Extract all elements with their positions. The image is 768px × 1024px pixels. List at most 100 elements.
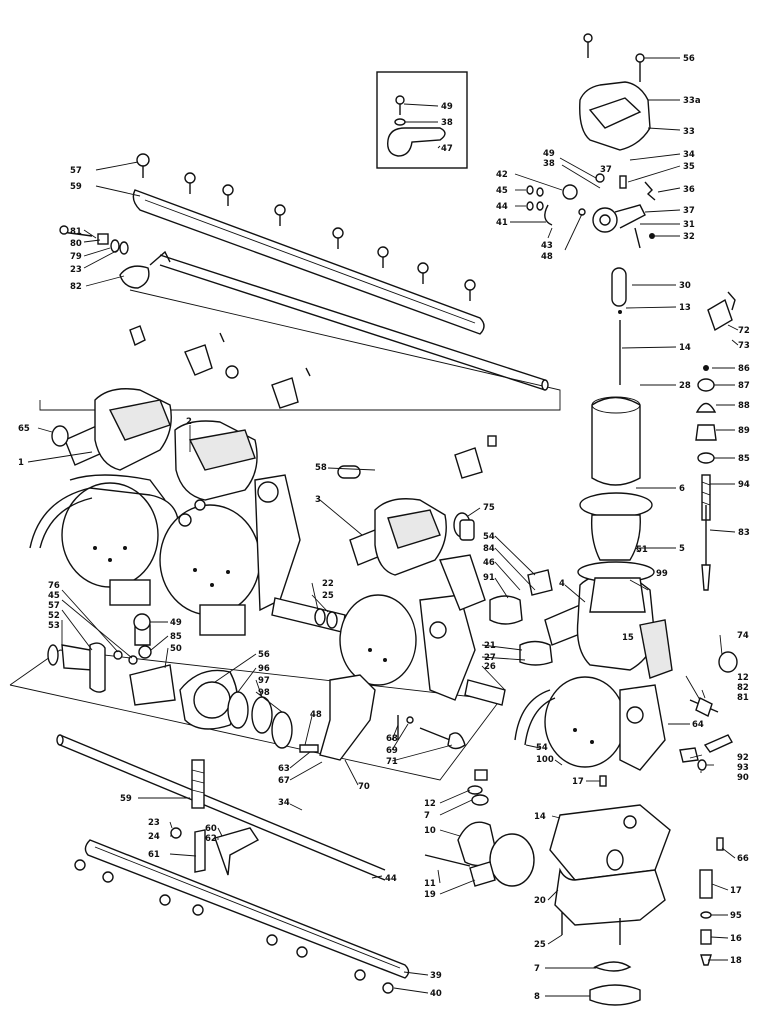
callout-37: 37 <box>683 206 695 216</box>
inset-box <box>376 71 468 169</box>
callout-3: 3 <box>315 495 321 505</box>
top-rail <box>132 189 485 335</box>
carb-body-3 <box>339 498 486 701</box>
callout-13: 13 <box>679 303 691 313</box>
callout-34-low: 34 <box>278 798 290 808</box>
callout-73: 68 <box>386 734 398 744</box>
callout-5: 5 <box>679 544 685 554</box>
callout-33: 33 <box>683 127 695 137</box>
callout-43: 42 <box>496 170 508 180</box>
inset-lever <box>387 127 446 157</box>
callout-29: 28 <box>679 381 691 391</box>
callout-26: 25 <box>534 940 546 950</box>
callout-67: 62 <box>205 834 217 844</box>
callout-99: 94 <box>738 480 750 490</box>
callout-81: 76 <box>48 581 60 591</box>
callout-85: 82 <box>70 282 82 292</box>
callout-8: 8 <box>534 992 540 1002</box>
callout-94: 89 <box>738 426 750 436</box>
callout-34: 34 <box>683 150 695 160</box>
carb-body-2 <box>159 420 301 636</box>
callout-56: 53 <box>48 621 60 631</box>
upper-assembly-outline <box>39 289 561 411</box>
callout-77: 72 <box>738 326 750 336</box>
callout-49-low: 44 <box>385 874 397 884</box>
left-end-parts <box>59 225 129 255</box>
vacuum-piston-stack <box>577 267 655 613</box>
callout-95: 90 <box>737 773 749 783</box>
callout-92: 87 <box>738 381 750 391</box>
callout-76: 71 <box>386 757 398 767</box>
callout-24-top: 23 <box>70 265 82 275</box>
callout-7: 7 <box>534 964 540 974</box>
callout-18: 17 <box>730 886 742 896</box>
choke-link-parts <box>129 325 497 479</box>
callout-17: 16 <box>730 934 742 944</box>
callout-54: 51 <box>636 545 648 555</box>
callout-100: 95 <box>730 911 742 921</box>
callout-39-inset: 38 <box>441 118 453 128</box>
callout-16: 15 <box>622 633 634 643</box>
callout-84: 81 <box>70 227 82 237</box>
callout-9: 7 <box>424 811 430 821</box>
callout-83: 80 <box>70 239 82 249</box>
callout-51: 48 <box>310 710 322 720</box>
callout-42: 41 <box>496 218 508 228</box>
callout-6: 6 <box>679 484 685 494</box>
callout-65: 60 <box>205 824 217 834</box>
callout-49: 48 <box>541 252 553 262</box>
callout-88: 83 <box>738 528 750 538</box>
jet-column <box>699 837 724 966</box>
callout-71: 66 <box>737 854 749 864</box>
callout-19: 18 <box>730 956 742 966</box>
top-cover <box>579 33 651 151</box>
callout-labels: 56 33a 33 34 35 36 37 31 32 49 38 47 49 … <box>18 54 750 1002</box>
callout-58-low: 54 <box>536 743 548 753</box>
callout-41: 40 <box>430 989 442 999</box>
callout-46: 45 <box>496 186 508 196</box>
callout-35: 35 <box>683 162 695 172</box>
callout-27: 26 <box>484 662 496 672</box>
callout-12-low: 12 <box>424 799 436 809</box>
callout-101: 96 <box>258 664 270 674</box>
callout-63: 58 <box>315 463 327 473</box>
callout-79: 74 <box>737 631 749 641</box>
callout-47: 46 <box>483 558 495 568</box>
callout-70: 65 <box>18 424 30 434</box>
callout-86: 81 <box>737 693 749 703</box>
callout-89: 84 <box>483 544 495 554</box>
callout-21: 20 <box>534 896 546 906</box>
callout-24: 23 <box>148 818 160 828</box>
callout-60: 59 <box>70 182 82 192</box>
balance-pipe <box>271 597 346 633</box>
needle-parts <box>695 291 736 591</box>
callout-98: 93 <box>737 763 749 773</box>
callout-78: 73 <box>738 341 750 351</box>
throttle-lever-assembly <box>526 173 656 249</box>
callout-2: 2 <box>186 417 192 427</box>
callout-20: 19 <box>424 890 436 900</box>
callout-40: 39 <box>430 971 442 981</box>
callout-69: 64 <box>692 720 704 730</box>
callout-72: 67 <box>278 776 290 786</box>
callout-96: 91 <box>483 573 495 583</box>
bottom-screws <box>74 859 394 994</box>
callout-39: 38 <box>543 159 555 169</box>
callout-68: 63 <box>278 764 290 774</box>
callout-102: 97 <box>258 676 270 686</box>
callout-58: 57 <box>70 166 82 176</box>
callout-44: 43 <box>541 241 553 251</box>
callout-25: 24 <box>148 832 160 842</box>
callout-10: 10 <box>424 826 436 836</box>
callout-90: 85 <box>738 454 750 464</box>
callout-64: 59 <box>120 794 132 804</box>
choke-linkage <box>299 674 466 761</box>
callout-80: 75 <box>483 503 495 513</box>
callout-105: 100 <box>536 755 554 765</box>
callout-97: 92 <box>737 753 749 763</box>
callout-33a: 33a <box>683 96 701 106</box>
callout-93: 88 <box>738 401 750 411</box>
callout-38: 37 <box>600 165 612 175</box>
callout-75: 70 <box>358 782 370 792</box>
callout-57: 56 <box>683 54 695 64</box>
